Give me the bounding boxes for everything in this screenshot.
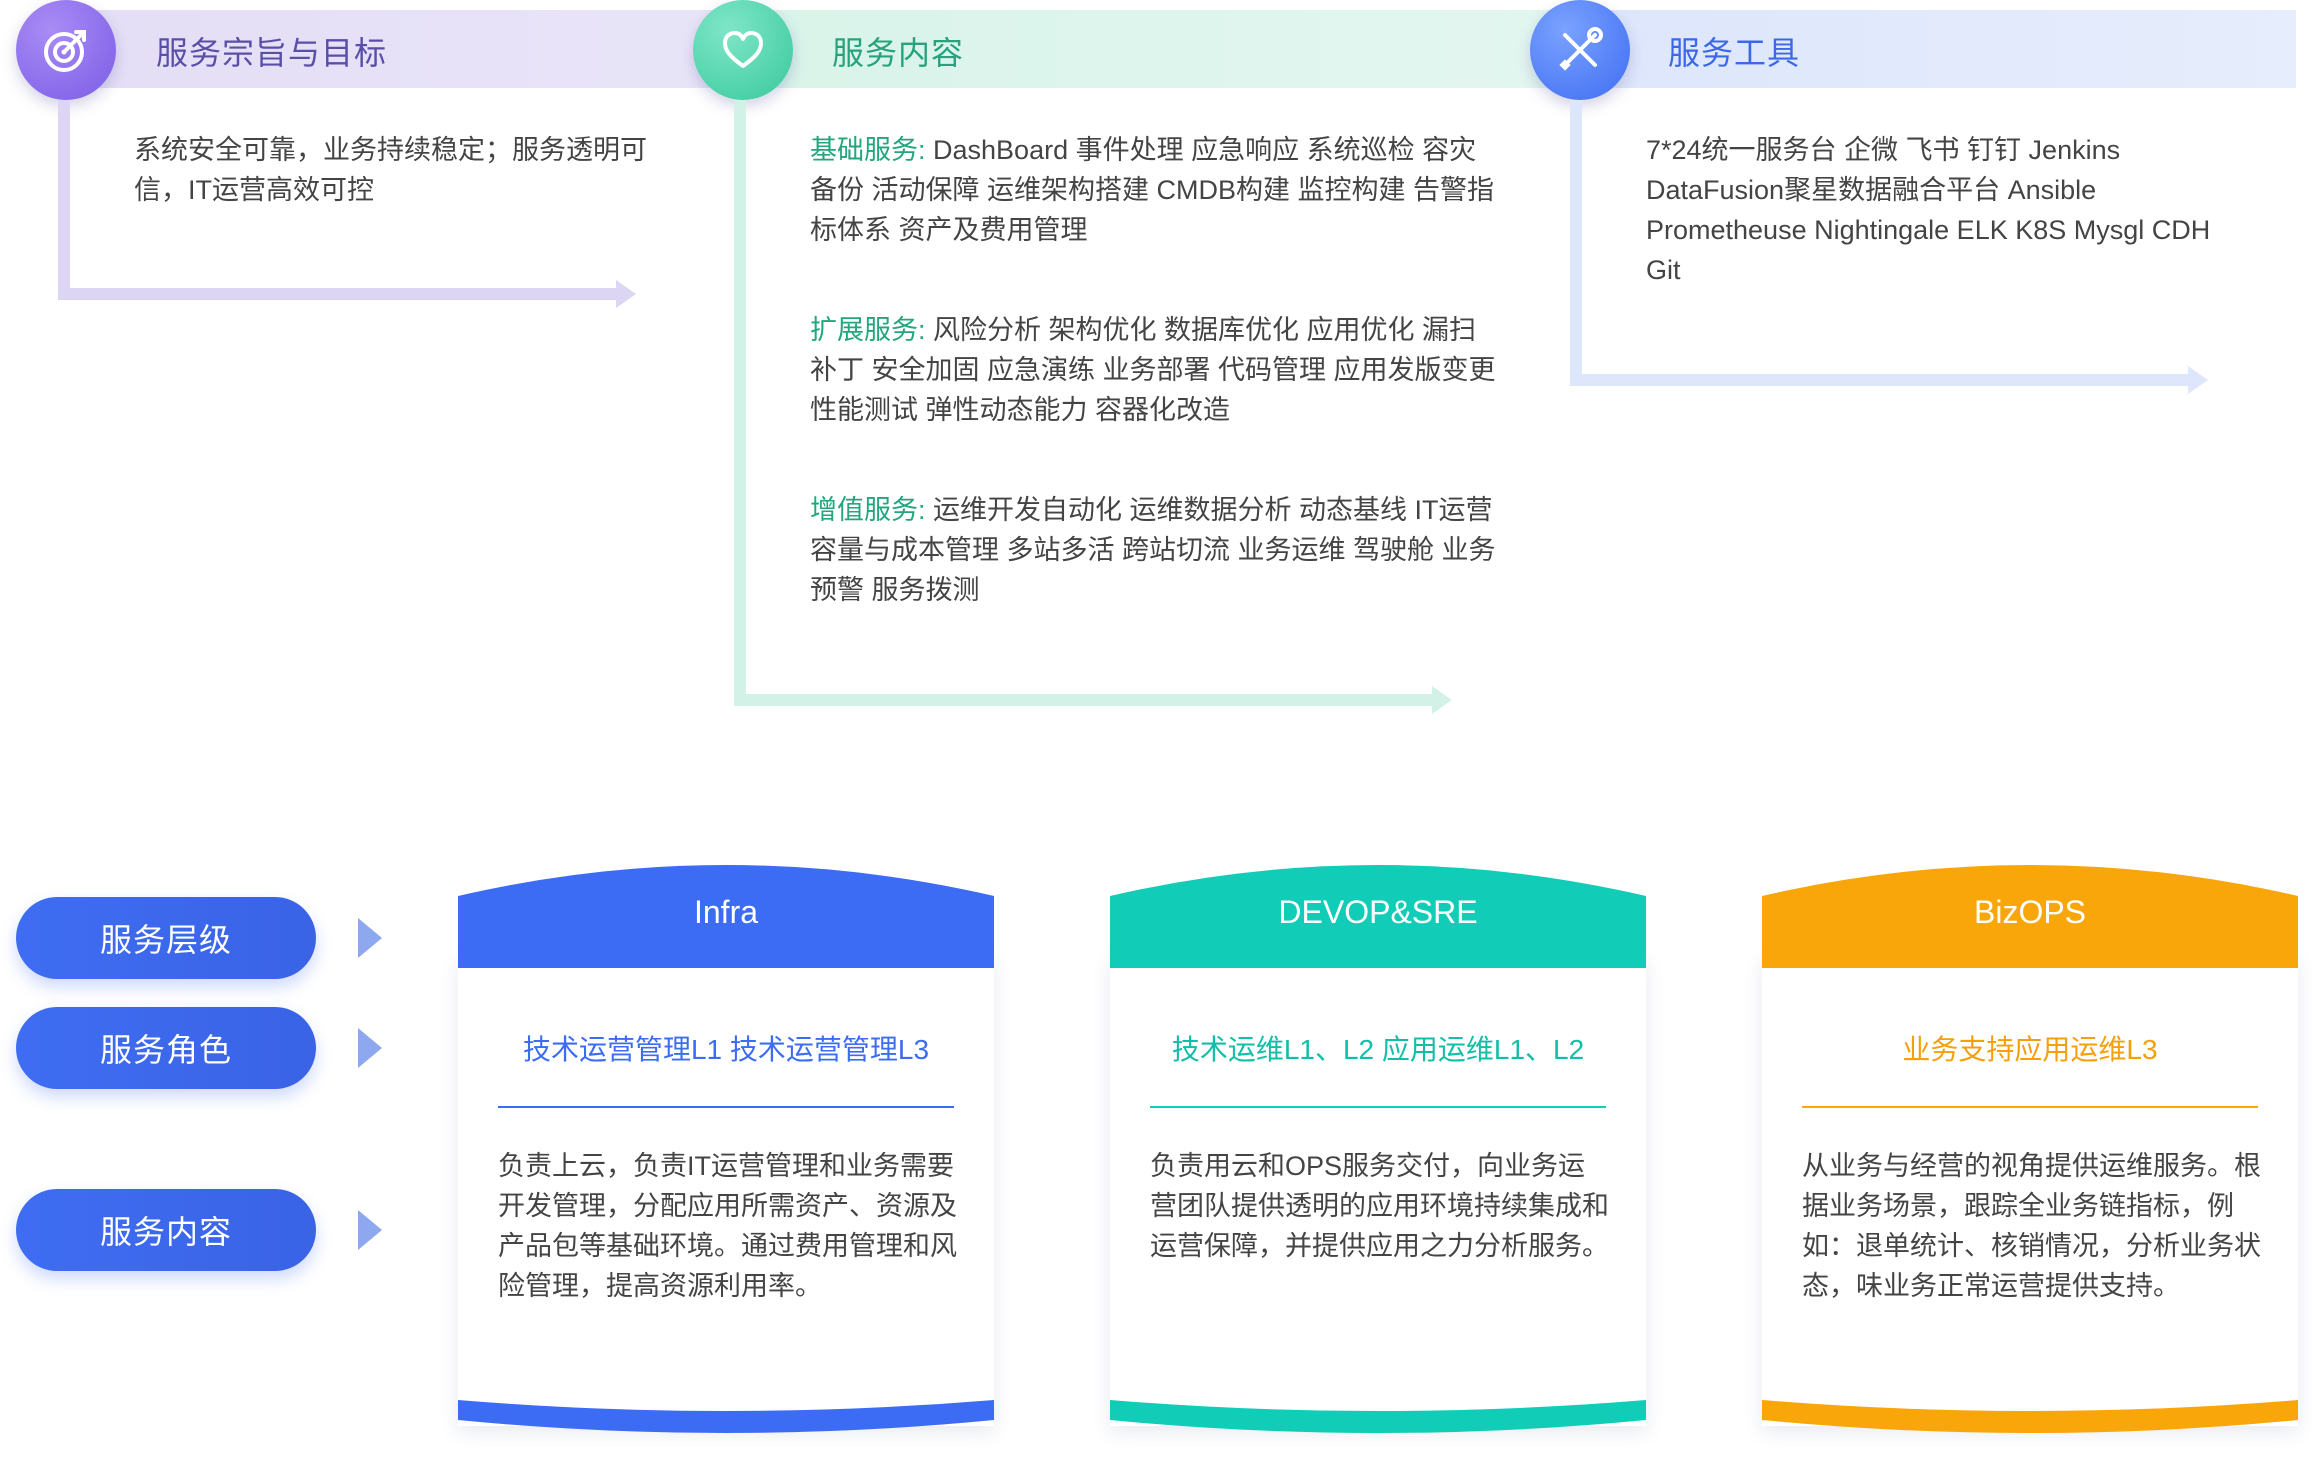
- card-description: 负责用云和OPS服务交付，向业务运营团队提供透明的应用环境持续集成和运营保障，并…: [1150, 1151, 1609, 1261]
- card-description: 从业务与经营的视角提供运维服务。根据业务场景，跟踪全业务链指标，例如：退单统计、…: [1802, 1151, 2261, 1301]
- basic-service-label: 基础服务:: [810, 135, 926, 165]
- goal-connector: [58, 288, 618, 300]
- goal-header-band: [60, 10, 760, 88]
- arrow-right-icon: [1432, 686, 1452, 714]
- card-footer-shape: [1110, 1400, 1646, 1433]
- card-divider: [498, 1106, 954, 1108]
- card-header-shape: [458, 865, 994, 968]
- tools-icon: [1530, 0, 1630, 100]
- card-role: 技术运维L1、L2 应用运维L1、L2: [1171, 1034, 1585, 1065]
- extended-service-text: 风险分析 架构优化 数据库优化 应用优化 漏扫补丁 安全加固 应急演练 业务部署…: [810, 315, 1496, 425]
- heart-icon: [693, 0, 793, 100]
- card-divider: [1150, 1106, 1606, 1108]
- tools-connector: [1570, 100, 1582, 386]
- chevron-right-icon: [358, 918, 382, 958]
- goal-text: 系统安全可靠，业务持续稳定；服务透明可信，IT运营高效可控: [134, 135, 647, 205]
- tools-connector: [1570, 374, 2190, 386]
- card-body: [1110, 956, 1646, 1426]
- card-role: 业务支持应用运维L3: [1902, 1034, 2158, 1065]
- card-title: Infra: [693, 894, 759, 930]
- card-header-shape: [1110, 865, 1646, 968]
- card-footer-shape: [1762, 1400, 2298, 1433]
- target-icon: [16, 0, 116, 100]
- basic-service-text: DashBoard 事件处理 应急响应 系统巡检 容灾备份 活动保障 运维架构搭…: [810, 135, 1495, 245]
- arrow-right-icon: [616, 280, 636, 308]
- card-divider: [1802, 1106, 2258, 1108]
- card-title: BizOPS: [1973, 894, 2087, 930]
- goal-connector: [58, 100, 70, 300]
- value-service-label: 增值服务:: [810, 495, 926, 525]
- service-role-pill: 服务角色: [16, 1007, 316, 1089]
- content-title: 服务内容: [832, 35, 965, 71]
- card-footer-shape: [458, 1400, 994, 1433]
- card-body: [1762, 956, 2298, 1426]
- infra-card: Infra 技术运营管理L1 技术运营管理L3 负责上云，负责IT运营管理和业务…: [458, 856, 994, 1446]
- service-level-pill: 服务层级: [16, 897, 316, 979]
- content-connector: [734, 694, 1434, 706]
- bizops-card: BizOPS 业务支持应用运维L3 从业务与经营的视角提供运维服务。根据业务场景…: [1762, 856, 2298, 1446]
- goal-title: 服务宗旨与目标: [156, 35, 388, 71]
- extended-service-block: 扩展服务: 风险分析 架构优化 数据库优化 应用优化 漏扫补丁 安全加固 应急演…: [810, 310, 1500, 430]
- tools-text: 7*24统一服务台 企微 飞书 钉钉 Jenkins DataFusion聚星数…: [1646, 135, 2211, 285]
- card-title: DEVOP&SRE: [1278, 894, 1478, 930]
- arrow-right-icon: [2188, 366, 2208, 394]
- devops-sre-card: DEVOP&SRE 技术运维L1、L2 应用运维L1、L2 负责用云和OPS服务…: [1110, 856, 1646, 1446]
- card-role: 技术运营管理L1 技术运营管理L3: [522, 1034, 930, 1065]
- extended-service-label: 扩展服务:: [810, 315, 926, 345]
- chevron-right-icon: [358, 1210, 382, 1250]
- chevron-right-icon: [358, 1028, 382, 1068]
- content-connector: [734, 100, 746, 706]
- tools-header-band: [1580, 10, 2296, 88]
- card-description: 负责上云，负责IT运营管理和业务需要开发管理，分配应用所需资产、资源及产品包等基…: [498, 1151, 957, 1301]
- basic-service-block: 基础服务: DashBoard 事件处理 应急响应 系统巡检 容灾备份 活动保障…: [810, 130, 1500, 250]
- value-service-text: 运维开发自动化 运维数据分析 动态基线 IT运营 容量与成本管理 多站多活 跨站…: [810, 495, 1496, 605]
- service-content-pill: 服务内容: [16, 1189, 316, 1271]
- card-body: [458, 956, 994, 1426]
- content-header-band: [760, 10, 1580, 88]
- value-service-block: 增值服务: 运维开发自动化 运维数据分析 动态基线 IT运营 容量与成本管理 多…: [810, 490, 1500, 610]
- tools-title: 服务工具: [1668, 35, 1801, 71]
- card-header-shape: [1762, 865, 2298, 968]
